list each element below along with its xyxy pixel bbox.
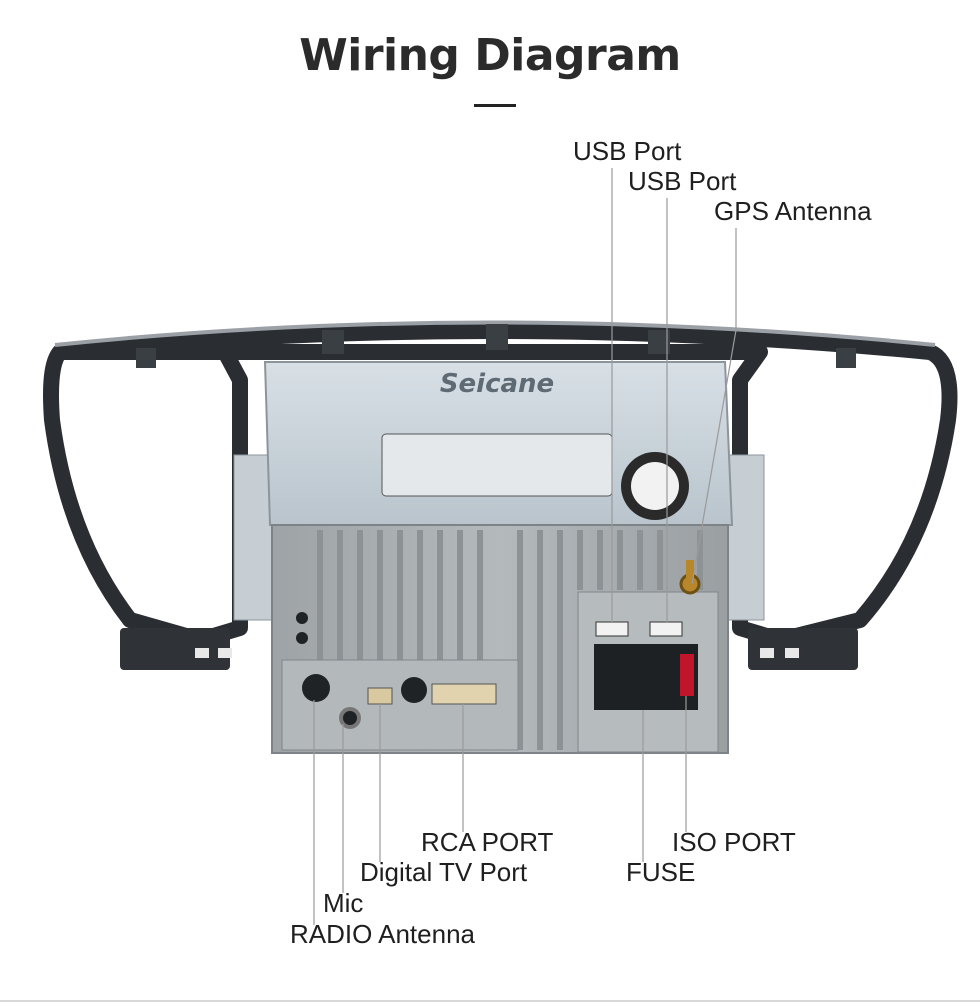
- usb-socket-1: [595, 621, 629, 637]
- rca-connector: [431, 683, 497, 705]
- title-underline: [474, 104, 516, 107]
- radio-antenna-socket: [302, 674, 330, 702]
- diagram-title: Wiring Diagram: [299, 30, 681, 81]
- label-rca-port: RCA PORT: [421, 827, 554, 857]
- fuse-block: [680, 654, 694, 696]
- usb-socket-2: [649, 621, 683, 637]
- label-radio-antenna: RADIO Antenna: [290, 919, 475, 949]
- label-mic: Mic: [323, 888, 364, 918]
- label-fuse: FUSE: [626, 857, 696, 887]
- spec-sticker: [381, 433, 613, 497]
- label-digital-tv-port: Digital TV Port: [360, 857, 528, 887]
- dash-frame: [43, 320, 958, 670]
- label-usb-port-2: USB Port: [628, 166, 737, 196]
- connectors: [296, 560, 701, 729]
- chassis-top: Seicane: [263, 361, 734, 526]
- label-gps-antenna: GPS Antenna: [714, 196, 872, 226]
- digital-tv-connector: [367, 687, 393, 705]
- mic-jack: [339, 707, 361, 729]
- label-iso-port: ISO PORT: [672, 827, 796, 857]
- leader-lines: [313, 168, 737, 925]
- av-round-connector: [401, 677, 427, 703]
- footer-divider: [0, 1000, 980, 1002]
- label-usb-port-1: USB Port: [573, 136, 682, 166]
- brand-logo: Seicane: [440, 369, 554, 399]
